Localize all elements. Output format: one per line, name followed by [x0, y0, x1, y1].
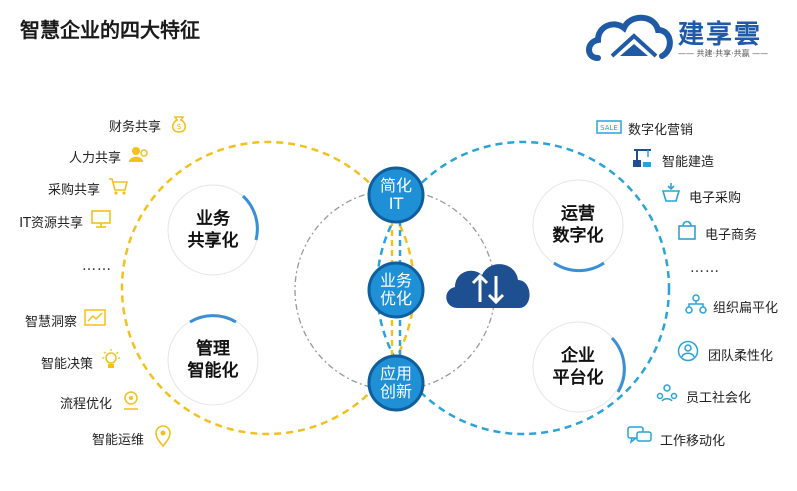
- page-title: 智慧企业的四大特征: [20, 18, 200, 42]
- svg-text:SALE: SALE: [600, 124, 618, 132]
- cluster-label-management-intelligent: 管理智能化: [187, 339, 239, 381]
- cluster-label-business-sharing: 业务共享化: [187, 209, 239, 251]
- right-item-social: 员工社会化: [686, 391, 752, 406]
- left-item-process: 流程优化: [59, 397, 112, 412]
- right-item-mobile: 工作移动化: [660, 434, 726, 449]
- location-pin-icon: [155, 425, 171, 447]
- center-node-app-innovation: [367, 354, 425, 412]
- left-item-hr: 人力共享: [68, 151, 121, 166]
- center-node-business-optimize: [367, 261, 425, 319]
- left-ellipsis: ……: [82, 258, 112, 274]
- right-item-org-flat: 组织扁平化: [713, 301, 779, 316]
- shopping-bag-icon: [678, 220, 696, 240]
- team-icon: [677, 340, 699, 362]
- lightbulb-icon: [102, 349, 120, 368]
- center-node-label-2: 业务优化: [379, 271, 412, 308]
- right-item-ecommerce: 电子商务: [705, 228, 758, 243]
- center-node-simplify-it: [367, 166, 425, 224]
- flow-icon: [124, 391, 138, 410]
- org-chart-icon: [685, 294, 707, 314]
- left-item-ops: 智能运维: [91, 433, 144, 448]
- right-ellipsis: ……: [690, 260, 720, 276]
- social-icon: [656, 384, 678, 402]
- chat-icon: [627, 426, 652, 444]
- cluster-label-enterprise-platform: 企业平台化: [552, 346, 604, 388]
- cluster-label-operation-digital: 运营数字化: [552, 204, 604, 246]
- cloud-sync-icon: [446, 264, 530, 308]
- left-item-decision: 智能决策: [40, 357, 93, 372]
- people-icon: [129, 147, 148, 162]
- left-item-insight: 智慧洞察: [24, 315, 77, 330]
- right-item-team: 团队柔性化: [708, 349, 774, 364]
- left-item-finance: 财务共享: [108, 120, 161, 135]
- right-item-construction: 智能建造: [662, 155, 715, 170]
- svg-text:$: $: [176, 122, 181, 131]
- crane-icon: [633, 149, 651, 167]
- monitor-icon: [91, 210, 111, 228]
- chart-board-icon: [84, 309, 106, 326]
- right-item-marketing: 数字化营销: [628, 123, 694, 138]
- right-item-purchase: 电子采购: [689, 191, 742, 206]
- left-item-purchase: 采购共享: [47, 183, 100, 198]
- logo-tagline: —— 共建·共享·共赢 ——: [678, 49, 769, 58]
- logo-name: 建享雲: [678, 20, 763, 50]
- left-item-it-resource: IT资源共享: [19, 216, 83, 231]
- money-bag-icon: $: [171, 116, 187, 133]
- center-node-label-3: 应用创新: [379, 364, 412, 401]
- sale-tag-icon: SALE: [596, 120, 622, 134]
- cart-icon: [109, 178, 129, 195]
- basket-icon: [661, 183, 681, 202]
- cloud-logo-icon: [586, 14, 673, 61]
